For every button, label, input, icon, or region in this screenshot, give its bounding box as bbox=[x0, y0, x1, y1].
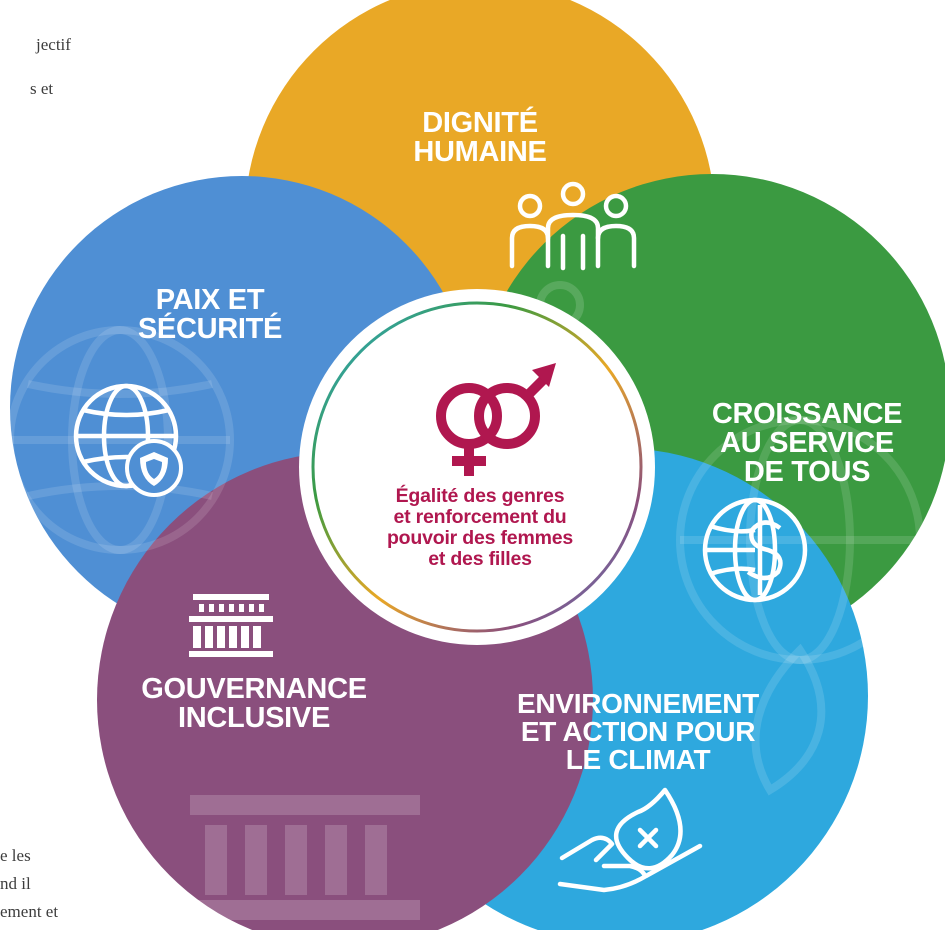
background-text-line: jectif bbox=[36, 35, 71, 54]
background-text-line: ement et bbox=[0, 902, 59, 921]
gouvernance-label-line: GOUVERNANCE bbox=[141, 673, 367, 705]
paix-label-line: PAIX ET bbox=[155, 284, 265, 316]
globe-dollar-icon bbox=[702, 497, 808, 603]
center-ring bbox=[311, 301, 643, 633]
dignite-label-line: HUMAINE bbox=[413, 136, 547, 168]
center-title-line: Égalité des genres bbox=[395, 485, 565, 507]
center-title-line: et renforcement du bbox=[393, 506, 567, 529]
environnement-watermark-leaf-icon bbox=[751, 643, 826, 796]
center-title-line: pouvoir des femmes bbox=[386, 527, 574, 550]
center-title: Égalité des genres et renforcement du po… bbox=[335, 485, 625, 571]
background-text-line: nd il bbox=[0, 874, 31, 893]
gouvernance-label-line: INCLUSIVE bbox=[178, 702, 330, 734]
croissance-label-line: CROISSANCE bbox=[711, 398, 903, 430]
croissance-label-line: DE TOUS bbox=[743, 456, 871, 488]
croissance-label-line: AU SERVICE bbox=[720, 427, 894, 459]
building-columns-icon bbox=[189, 594, 273, 657]
center-circle[interactable] bbox=[299, 289, 655, 645]
paix-label-line: SÉCURITÉ bbox=[137, 313, 283, 345]
center-title-line: et des filles bbox=[428, 548, 532, 571]
gouvernance-label: GOUVERNANCE INCLUSIVE bbox=[122, 675, 386, 733]
background-text-line: s et bbox=[30, 79, 54, 98]
gouvernance-watermark-building-icon bbox=[190, 795, 420, 920]
croissance-label: CROISSANCE AU SERVICE DE TOUS bbox=[682, 400, 932, 487]
dignite-label-line: DIGNITÉ bbox=[422, 107, 538, 139]
people-group-icon bbox=[509, 181, 637, 271]
environnement-label-line: ENVIRONNEMENT bbox=[517, 688, 759, 719]
background-text-line: e les bbox=[0, 846, 31, 865]
environnement-label: ENVIRONNEMENT ET ACTION POUR LE CLIMAT bbox=[478, 690, 798, 774]
male-arrow-head bbox=[532, 363, 556, 387]
shield-inner bbox=[146, 459, 162, 479]
paix-label: PAIX ET SÉCURITÉ bbox=[120, 286, 300, 344]
dignite-label: DIGNITÉ HUMAINE bbox=[380, 109, 580, 167]
environnement-label-line: ET ACTION POUR bbox=[520, 716, 756, 747]
environnement-label-line: LE CLIMAT bbox=[565, 744, 711, 775]
hand-leaf-icon bbox=[557, 787, 703, 893]
